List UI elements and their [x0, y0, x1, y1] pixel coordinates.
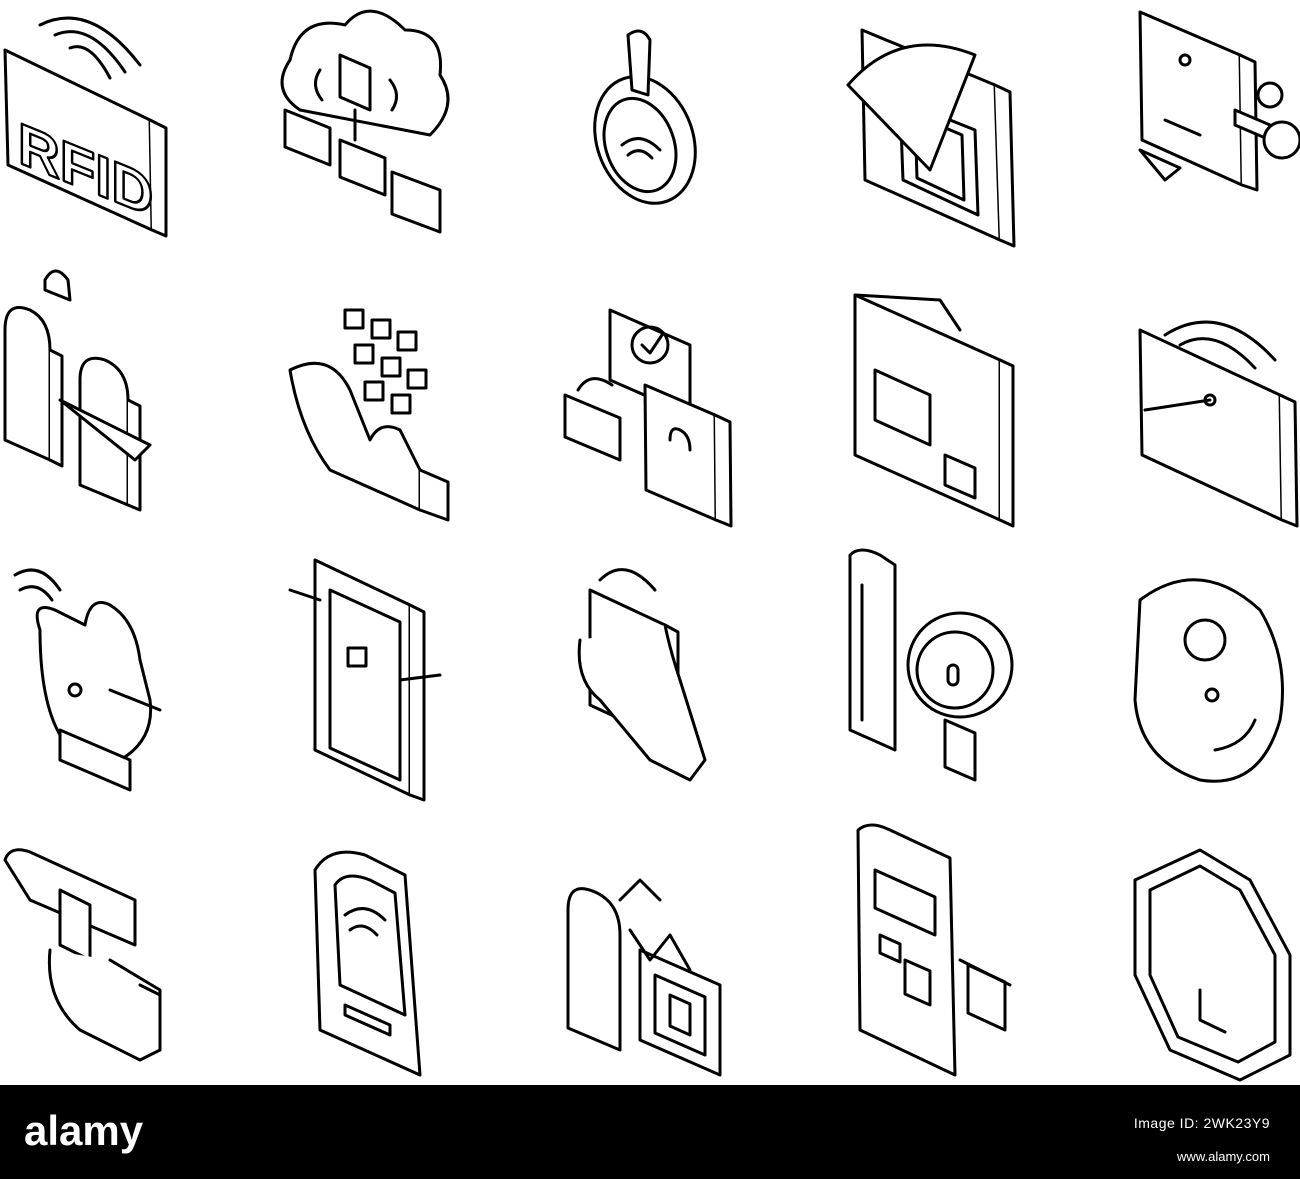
hand-phone-scan-icon [577, 568, 707, 782]
rfid-card-icon: RFID [3, 16, 168, 238]
image-id-value: Image ID: 2WK23Y9 [1133, 1115, 1270, 1131]
hand-data-cubes-icon [288, 308, 450, 522]
alamy-logo: alamy [24, 1107, 144, 1154]
hand-implant-chip-icon [13, 568, 162, 792]
wall-reader-panel-icon [313, 850, 422, 1077]
footer-bar: alamy Image ID: 2WK23Y9 www.alamy.com [0, 1085, 1300, 1179]
image-id: Image ID: 2WK23Y9 [1134, 1109, 1270, 1131]
rfid-lock-verified-icon [563, 308, 733, 528]
icon-grid: RFID [3, 9, 1300, 1082]
rfid-package-box-icon [853, 293, 1015, 528]
rfid-reader-key-icon [1138, 10, 1300, 192]
site-url[interactable]: www.alamy.com [1177, 1149, 1270, 1164]
octagon-inlay-tag-icon [1133, 848, 1292, 1082]
chip-magnifier-inspect-icon [848, 548, 1014, 782]
rfid-antenna-label-icon [846, 28, 1016, 248]
gate-antenna-signal-icon [566, 878, 722, 1077]
cloud-server-network-icon [280, 9, 450, 234]
round-rfid-tag-icon [1133, 578, 1284, 783]
rfid-document-sticker-icon [288, 558, 442, 802]
handheld-scanner-gun-icon [3, 848, 162, 1062]
logo-text: alamy [24, 1107, 144, 1154]
wireless-tablet-reader-icon [1138, 320, 1299, 528]
kiosk-terminal-reader-icon [856, 823, 1012, 1077]
rfid-keyfob-tag-icon [593, 29, 697, 205]
security-gate-alarm-icon [3, 269, 152, 512]
